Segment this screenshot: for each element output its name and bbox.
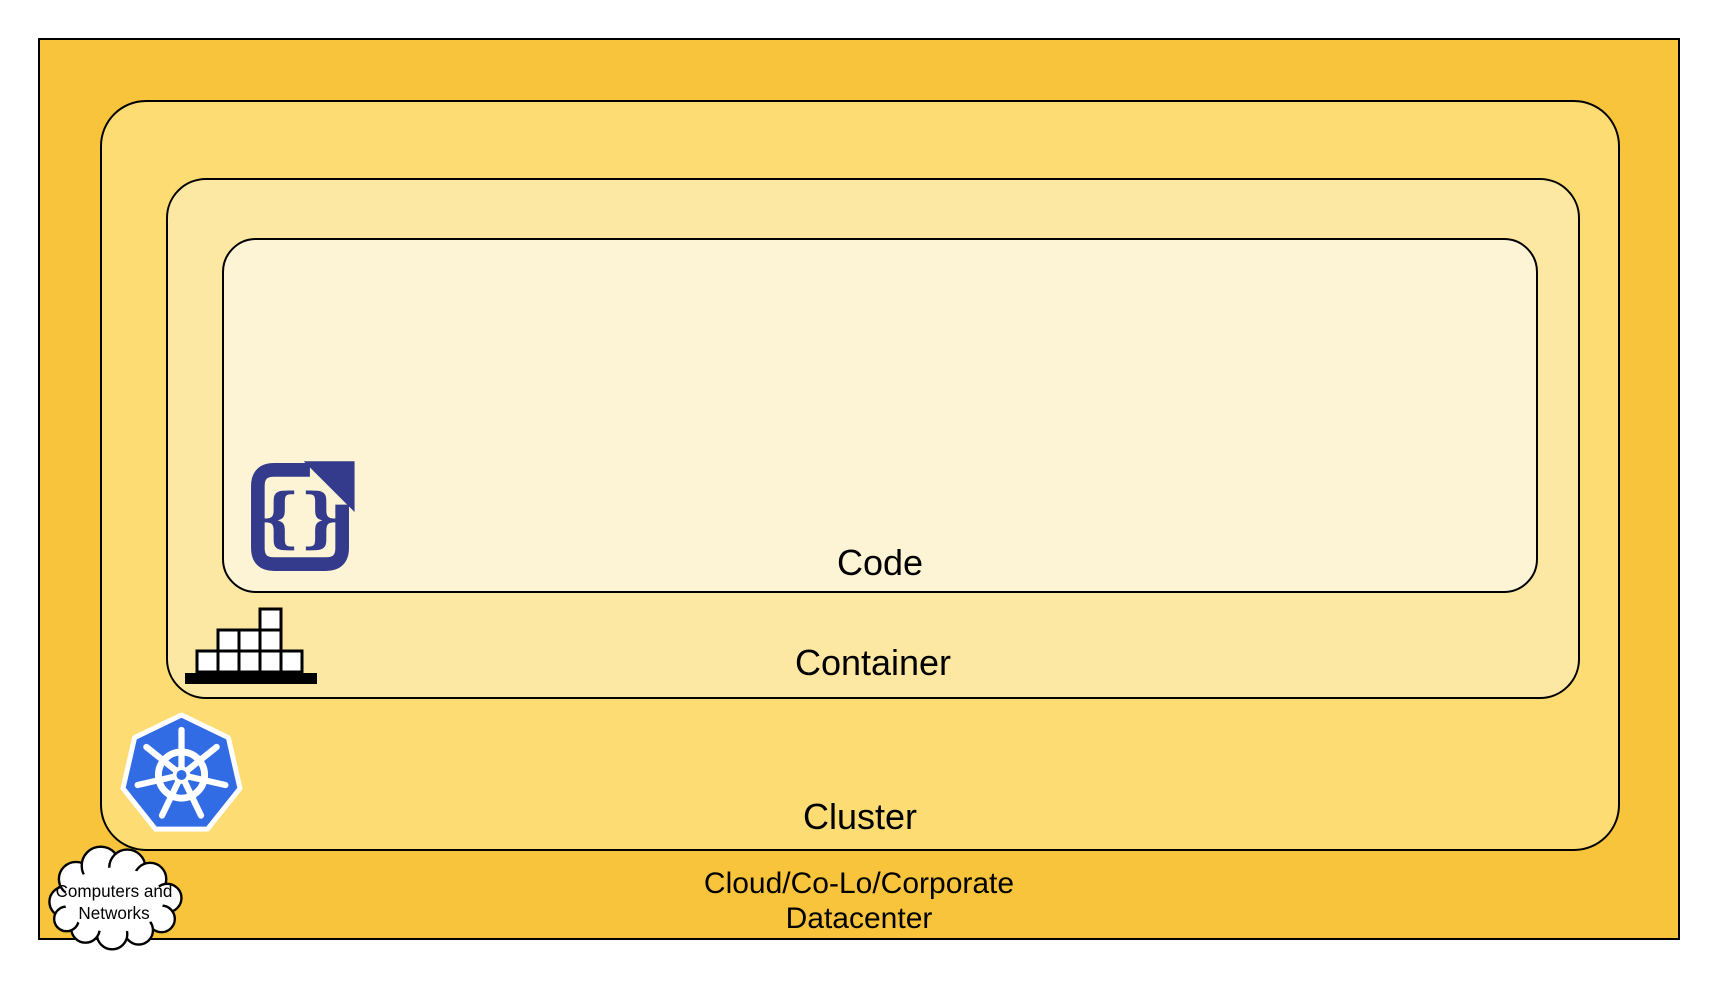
cloud-icon: Computers and Networks [38, 844, 190, 952]
code-braces-glyph: {} [259, 479, 342, 555]
container-label: Container [794, 642, 952, 683]
code-file-icon: {} [238, 454, 362, 580]
container-blocks-icon [184, 606, 318, 686]
datacenter-label: Cloud/Co-Lo/Corporate Datacenter [40, 866, 1678, 936]
code-layer-box: Code [222, 238, 1538, 593]
cloud-label-line1: Computers and [56, 882, 173, 901]
code-label: Code [836, 542, 924, 583]
datacenter-label-line2: Datacenter [785, 902, 933, 935]
cloud-label-line2: Networks [78, 904, 149, 923]
cluster-label: Cluster [802, 796, 918, 837]
kubernetes-helm-icon [119, 712, 244, 838]
datacenter-label-line1: Cloud/Co-Lo/Corporate [703, 867, 1015, 900]
